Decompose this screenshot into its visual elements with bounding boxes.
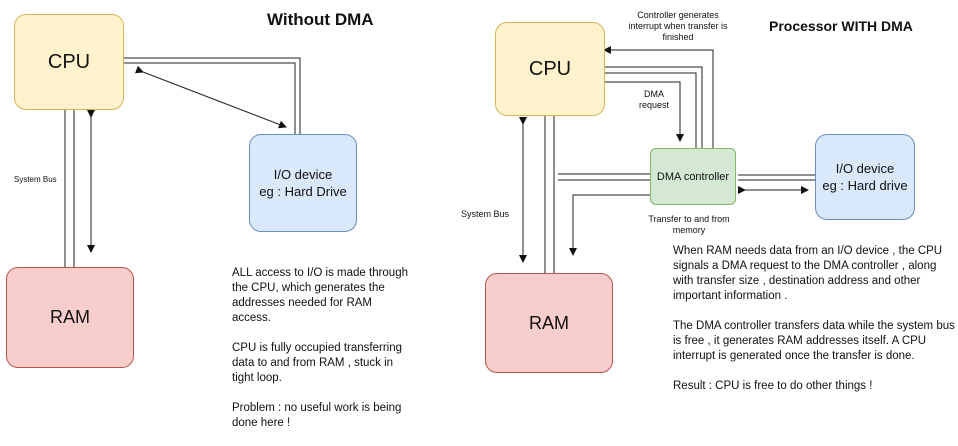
dma-request-label: DMA request [638,89,670,110]
dma-controller-box: DMA controller [650,148,736,205]
right-ram-box: RAM [485,273,613,373]
left-note-3: Problem : no useful work is being done h… [232,402,402,429]
left-note-2: CPU is fully occupied transferring data … [232,342,403,384]
right-note-2: The DMA controller transfers data while … [673,320,955,362]
interrupt-label: Controller generates interrupt when tran… [628,10,728,42]
right-note-3: Result : CPU is free to do other things … [673,380,873,392]
left-ram-label: RAM [50,307,90,327]
right-dma-cpu-link [604,66,703,148]
transfer-label: Transfer to and from memory [648,214,730,235]
left-notes: ALL access to I/O is made through the CP… [232,266,412,446]
right-io-line2: eg : Hard drive [822,178,908,193]
left-cpu-label: CPU [47,50,91,73]
right-cpu-label: CPU [528,57,572,80]
left-bus-label: System Bus [14,175,57,184]
left-io-box: I/O device eg : Hard Drive [249,134,357,232]
left-ram-box: RAM [6,267,134,368]
right-io-line1: I/O device [835,161,895,176]
interrupt-arrow [603,46,714,148]
right-bus-label: System Bus [461,209,510,219]
dma-request-arrow [604,81,684,142]
right-note-1: When RAM needs data from an I/O device ,… [673,245,943,302]
left-io-line1: I/O device [273,167,333,182]
dma-controller-label: DMA controller [656,170,730,183]
left-note-1: ALL access to I/O is made through the CP… [232,267,408,324]
left-cpu-io-link [123,57,301,135]
transfer-arrow [569,194,651,256]
right-io-box: I/O device eg : Hard drive [815,134,915,220]
right-cpu-box: CPU [495,22,605,116]
left-cpu-io-arrow [135,65,287,129]
right-notes: When RAM needs data from an I/O device ,… [673,244,955,409]
right-title: Processor WITH DMA [769,18,913,34]
left-cpu-box: CPU [14,14,124,110]
left-io-line2: eg : Hard Drive [259,184,347,199]
left-title: Without DMA [267,10,374,29]
connectors-layer [64,46,815,274]
right-ram-label: RAM [529,312,569,333]
